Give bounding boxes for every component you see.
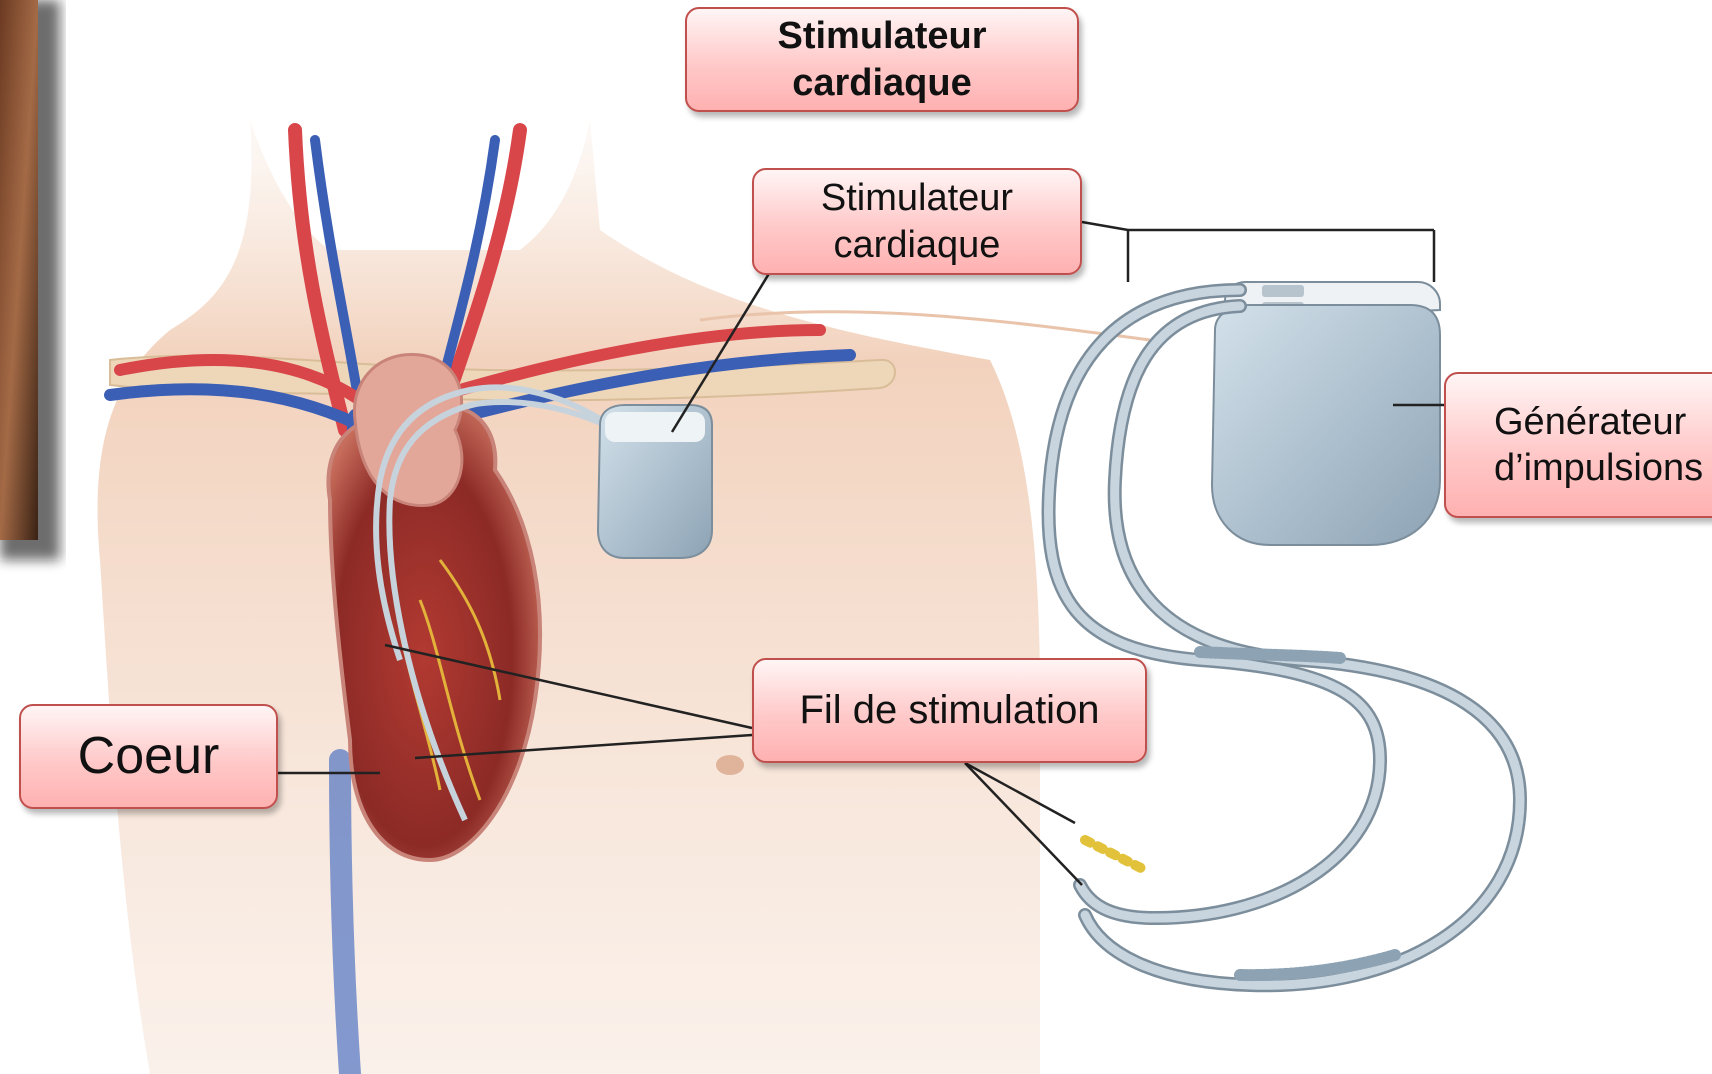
pulse-generator-label: Générateur d’impulsions xyxy=(1444,372,1712,518)
pacemaker-generator xyxy=(1212,282,1440,545)
photo-inset xyxy=(0,0,60,560)
title-label: Stimulateur cardiaque xyxy=(685,7,1079,112)
pacing-lead-label: Fil de stimulation xyxy=(752,658,1147,763)
heart-label: Coeur xyxy=(19,704,278,809)
implanted-device xyxy=(598,405,712,558)
pacemaker-label: Stimulateur cardiaque xyxy=(752,168,1082,275)
